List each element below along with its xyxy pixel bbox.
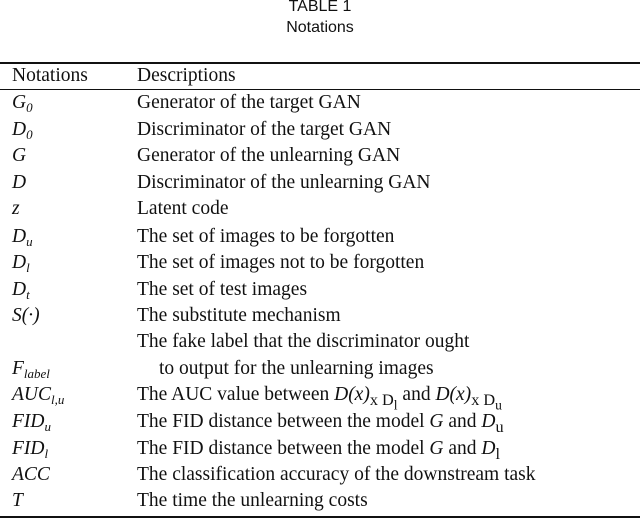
symbol-auc: AUCl,u: [12, 384, 65, 407]
symbol-g: G: [12, 145, 27, 166]
top-rule: [0, 62, 640, 64]
symbol-t: T: [12, 490, 23, 511]
description-d: Discriminator of the unlearning GAN: [137, 172, 431, 193]
symbol-du: Du: [12, 226, 33, 249]
header-notations: Notations: [12, 65, 88, 86]
symbol-fid-l: FIDl: [12, 438, 49, 461]
header-rule: [0, 89, 640, 90]
description-d0: Discriminator of the target GAN: [137, 119, 392, 140]
description-acc: The classification accuracy of the downs…: [137, 464, 536, 485]
description-du: The set of images to be forgotten: [137, 226, 395, 247]
bottom-rule: [0, 516, 640, 518]
table-number: TABLE 1: [288, 0, 352, 15]
symbol-acc: ACC: [12, 464, 50, 485]
symbol-dt: Dt: [12, 279, 30, 302]
description-fid-l: The FID distance between the model G and…: [137, 438, 501, 463]
symbol-g0: G0: [12, 92, 33, 115]
description-t: The time the unlearning costs: [137, 490, 368, 511]
symbol-s: S(·): [12, 305, 40, 326]
description-flabel-line1: The fake label that the discriminator ou…: [137, 331, 470, 352]
description-g0: Generator of the target GAN: [137, 92, 361, 113]
symbol-flabel: Flabel: [12, 358, 50, 381]
symbol-d0: D0: [12, 119, 33, 142]
description-dt: The set of test images: [137, 279, 308, 300]
description-dl: The set of images not to be forgotten: [137, 252, 425, 273]
description-g: Generator of the unlearning GAN: [137, 145, 401, 166]
description-fid-u: The FID distance between the model G and…: [137, 411, 504, 436]
symbol-d: D: [12, 172, 27, 193]
symbol-z: z: [12, 198, 20, 219]
description-s: The substitute mechanism: [137, 305, 341, 326]
table-title: Notations: [286, 19, 354, 36]
header-descriptions: Descriptions: [137, 65, 236, 86]
symbol-dl: Dl: [12, 252, 30, 275]
description-flabel-line2: to output for the unlearning images: [159, 358, 434, 379]
symbol-fid-u: FIDu: [12, 411, 51, 434]
description-z: Latent code: [137, 198, 229, 219]
description-auc: The AUC value between D(x)x Dl and D(x)x…: [137, 384, 502, 413]
